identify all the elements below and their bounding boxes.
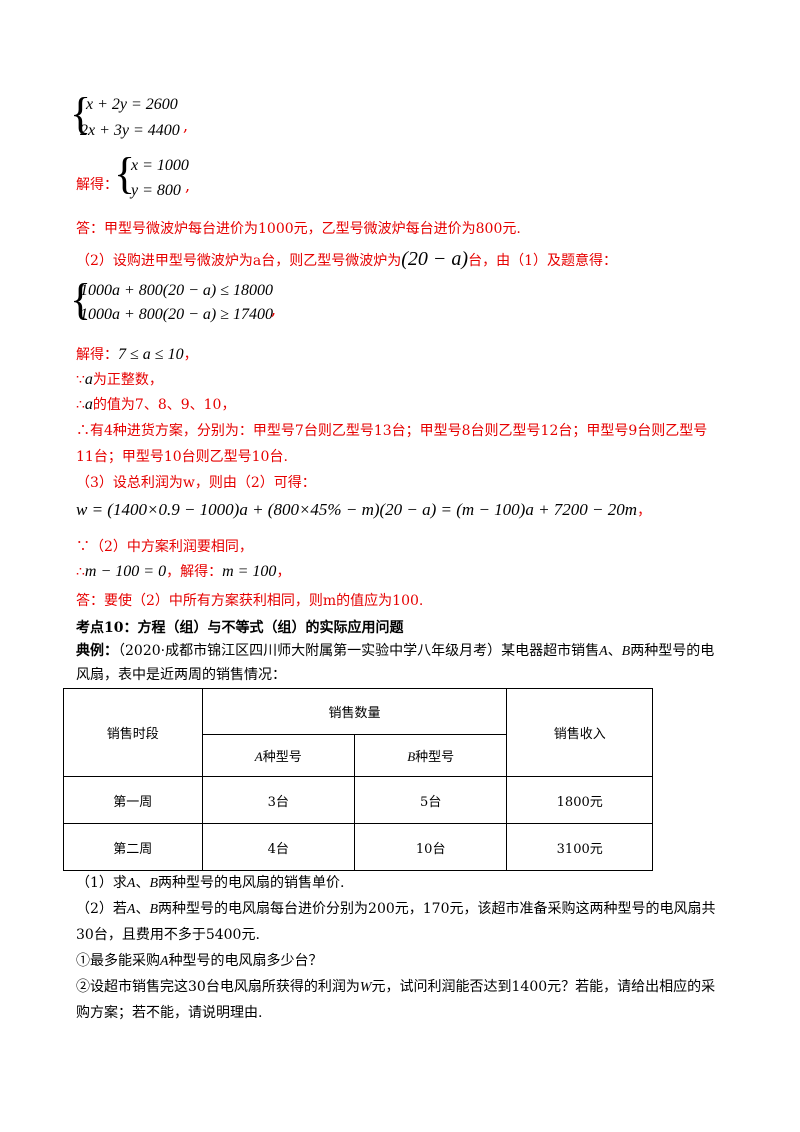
row1-a: 3台 — [201, 776, 355, 824]
table-row: 第二周 4台 10台 3100元 — [63, 823, 653, 871]
part-3-line: （3）设总利润为w，则由（2）可得： — [76, 475, 316, 491]
left-brace-icon: { — [114, 149, 136, 198]
var-b: B — [621, 644, 631, 659]
example-text-1: （2020·成都市锦江区四川师大附属第一实验中学八年级月考）某电器超市销售 — [118, 643, 600, 659]
system2-tail: , — [271, 300, 277, 319]
because-symbol: ∵ — [76, 372, 85, 388]
left-brace-icon: { — [70, 89, 92, 138]
row1-income: 1800元 — [506, 776, 653, 824]
question-1: （1）求A、B两种型号的电风扇的销售单价. — [76, 875, 345, 891]
system2-eq1: 1000a + 800(20 − a) ≤ 18000 — [80, 282, 274, 299]
because-2-line: ∵（2）中方案利润要相同， — [76, 539, 253, 555]
solution1-label: 解得： — [76, 177, 118, 193]
therefore2-symbol: ∴ — [76, 564, 85, 580]
therefore-text: 的值为7、8、9、10， — [92, 397, 236, 413]
row2-b: 10台 — [353, 823, 508, 871]
system2-eq2: 1000a + 800(20 − a) ≥ 17400 — [80, 306, 274, 323]
solution1-tail: , — [185, 176, 191, 195]
therefore2-tail: ， — [276, 564, 291, 580]
w-equation: w = (1400×0.9 − 1000)a + (800×45% − m)(2… — [76, 500, 638, 519]
system1-eq2: 2x + 3y = 4400 — [80, 122, 180, 139]
w-equation-tail: ， — [637, 503, 652, 519]
row2-income: 3100元 — [506, 823, 653, 871]
left-brace-icon: { — [70, 275, 92, 324]
because-text: 为正整数， — [92, 372, 163, 388]
solution1-eq2: y = 800 — [131, 182, 181, 199]
answer-3: 答：要使（2）中所有方案获利相同，则m的值应为100. — [76, 593, 424, 609]
w-equation-line: w = (1400×0.9 − 1000)a + (800×45% − m)(2… — [76, 500, 651, 520]
example-line-1: 典例：（2020·成都市锦江区四川师大附属第一实验中学八年级月考）某电器超市销售… — [76, 640, 714, 660]
answer-1: 答：甲型号微波炉每台进价为1000元，乙型号微波炉每台进价为800元. — [76, 221, 521, 237]
solve2-tail: ， — [183, 347, 198, 363]
example-text-2: 两种型号的电 — [630, 643, 715, 659]
subheader-a: A种型号 — [201, 734, 355, 777]
therefore2-math2: m = 100 — [222, 563, 277, 580]
therefore-symbol: ∴ — [76, 397, 85, 413]
header-income: 销售收入 — [506, 688, 653, 777]
row2-period: 第二周 — [63, 823, 203, 871]
sales-table: 销售时段 销售数量 销售收入 A种型号 B种型号 第一周 3台 5台 1800元… — [63, 688, 653, 871]
row2-a: 4台 — [201, 823, 355, 871]
question-2a: ①最多能采购A种型号的电风扇多少台？ — [76, 953, 323, 969]
plans-line-1: ∴有4种进货方案，分别为：甲型号7台则乙型号13台；甲型号8台则乙型号12台；甲… — [76, 423, 708, 439]
plans-line-2: 11台；甲型号10台则乙型号10台. — [76, 449, 288, 465]
therefore2-mid: ，解得： — [166, 564, 223, 580]
table-row: 第一周 3台 5台 1800元 — [63, 776, 653, 824]
subheader-b: B种型号 — [353, 734, 508, 777]
because-line: ∵a为正整数， — [76, 369, 163, 389]
solution1-eq1: x = 1000 — [131, 157, 189, 174]
part2-before: （2）设购进甲型号微波炉为a台，则乙型号微波炉为 — [76, 253, 402, 269]
example-label: 典例： — [76, 643, 118, 659]
question-2b: ②设超市销售完这30台电风扇所获得的利润为W元，试问利润能否达到1400元？若能… — [76, 979, 716, 995]
question-2-line-2: 30台，且费用不多于5400元. — [76, 927, 260, 943]
solve-2-line: 解得：7 ≤ a ≤ 10， — [76, 344, 198, 364]
row1-period: 第一周 — [63, 776, 203, 824]
therefore-var: a — [84, 396, 93, 413]
sep: 、 — [607, 643, 622, 659]
because-var: a — [84, 371, 93, 388]
solve2-label: 解得： — [76, 347, 118, 363]
section-heading: 考点10：方程（组）与不等式（组）的实际应用问题 — [76, 620, 404, 636]
header-quantity: 销售数量 — [201, 688, 508, 735]
row1-b: 5台 — [353, 776, 508, 824]
part-2-line: （2）设购进甲型号微波炉为a台，则乙型号微波炉为(20 − a)台，由（1）及题… — [76, 248, 617, 271]
var-a: A — [599, 644, 608, 659]
system1-eq1: x + 2y = 2600 — [86, 96, 178, 113]
therefore-line: ∴a的值为7、8、9、10， — [76, 394, 235, 414]
solve2-math: 7 ≤ a ≤ 10 — [118, 346, 184, 363]
example-line-2: 风扇，表中是近两周的销售情况： — [76, 667, 286, 683]
header-period: 销售时段 — [63, 688, 203, 777]
part2-after: 台，由（1）及题意得： — [468, 253, 618, 269]
therefore-2-line: ∴m − 100 = 0，解得：m = 100， — [76, 561, 290, 581]
part2-expr: (20 − a) — [401, 248, 469, 270]
question-2: （2）若A、B两种型号的电风扇每台进价分别为200元，170元，该超市准备采购这… — [76, 901, 716, 917]
question-2b-line-2: 购方案；若不能，请说明理由. — [76, 1005, 263, 1021]
system1-tail: , — [183, 116, 189, 135]
therefore2-math: m − 100 = 0 — [84, 563, 167, 580]
